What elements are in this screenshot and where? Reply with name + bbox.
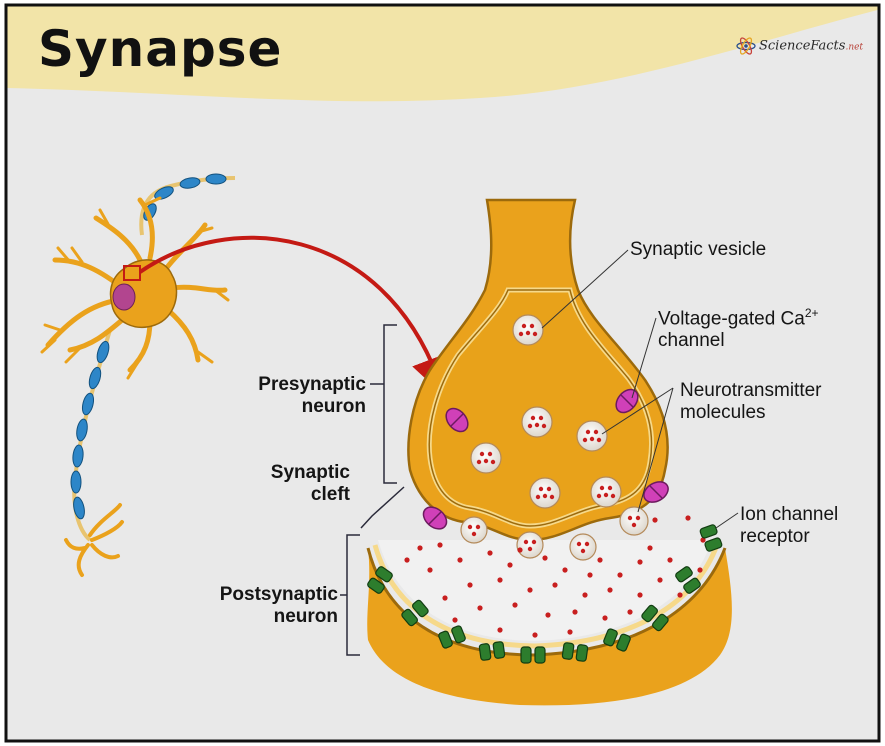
brand-name: ScienceFacts [759,39,845,54]
label-presynaptic-line1: Presynaptic [258,374,366,395]
label-voltage-gated-sup: 2+ [805,306,819,320]
label-postsynaptic-neuron: Postsynaptic neuron [180,584,338,628]
label-presynaptic-neuron: Presynaptic neuron [230,374,366,418]
label-voltage-gated-line2: channel [658,330,725,351]
label-neurotransmitter-line2: molecules [680,402,766,423]
brand-logo: ScienceFacts.net [735,36,863,56]
label-neurotransmitter-line1: Neurotransmitter [680,380,822,401]
page-title: Synapse [38,20,282,78]
label-synaptic-cleft: Synaptic cleft [240,462,350,506]
label-ion-channel-receptor: Ion channel receptor [740,504,838,548]
label-postsynaptic-line1: Postsynaptic [220,584,338,605]
atom-icon [735,36,757,56]
label-cleft-line2: cleft [311,484,350,505]
label-cleft-line1: Synaptic [271,462,350,483]
label-presynaptic-line2: neuron [302,396,366,417]
label-synaptic-vesicle: Synaptic vesicle [630,239,766,261]
label-neurotransmitter-molecules: Neurotransmitter molecules [680,380,822,424]
brand-suffix: .net [845,43,863,53]
label-ion-channel-line2: receptor [740,526,810,547]
label-voltage-gated-line1: Voltage-gated Ca [658,308,805,329]
label-postsynaptic-line2: neuron [274,606,338,627]
nucleus [113,284,135,310]
label-ion-channel-line1: Ion channel [740,504,838,525]
label-voltage-gated-channel: Voltage-gated Ca2+ channel [658,302,819,352]
